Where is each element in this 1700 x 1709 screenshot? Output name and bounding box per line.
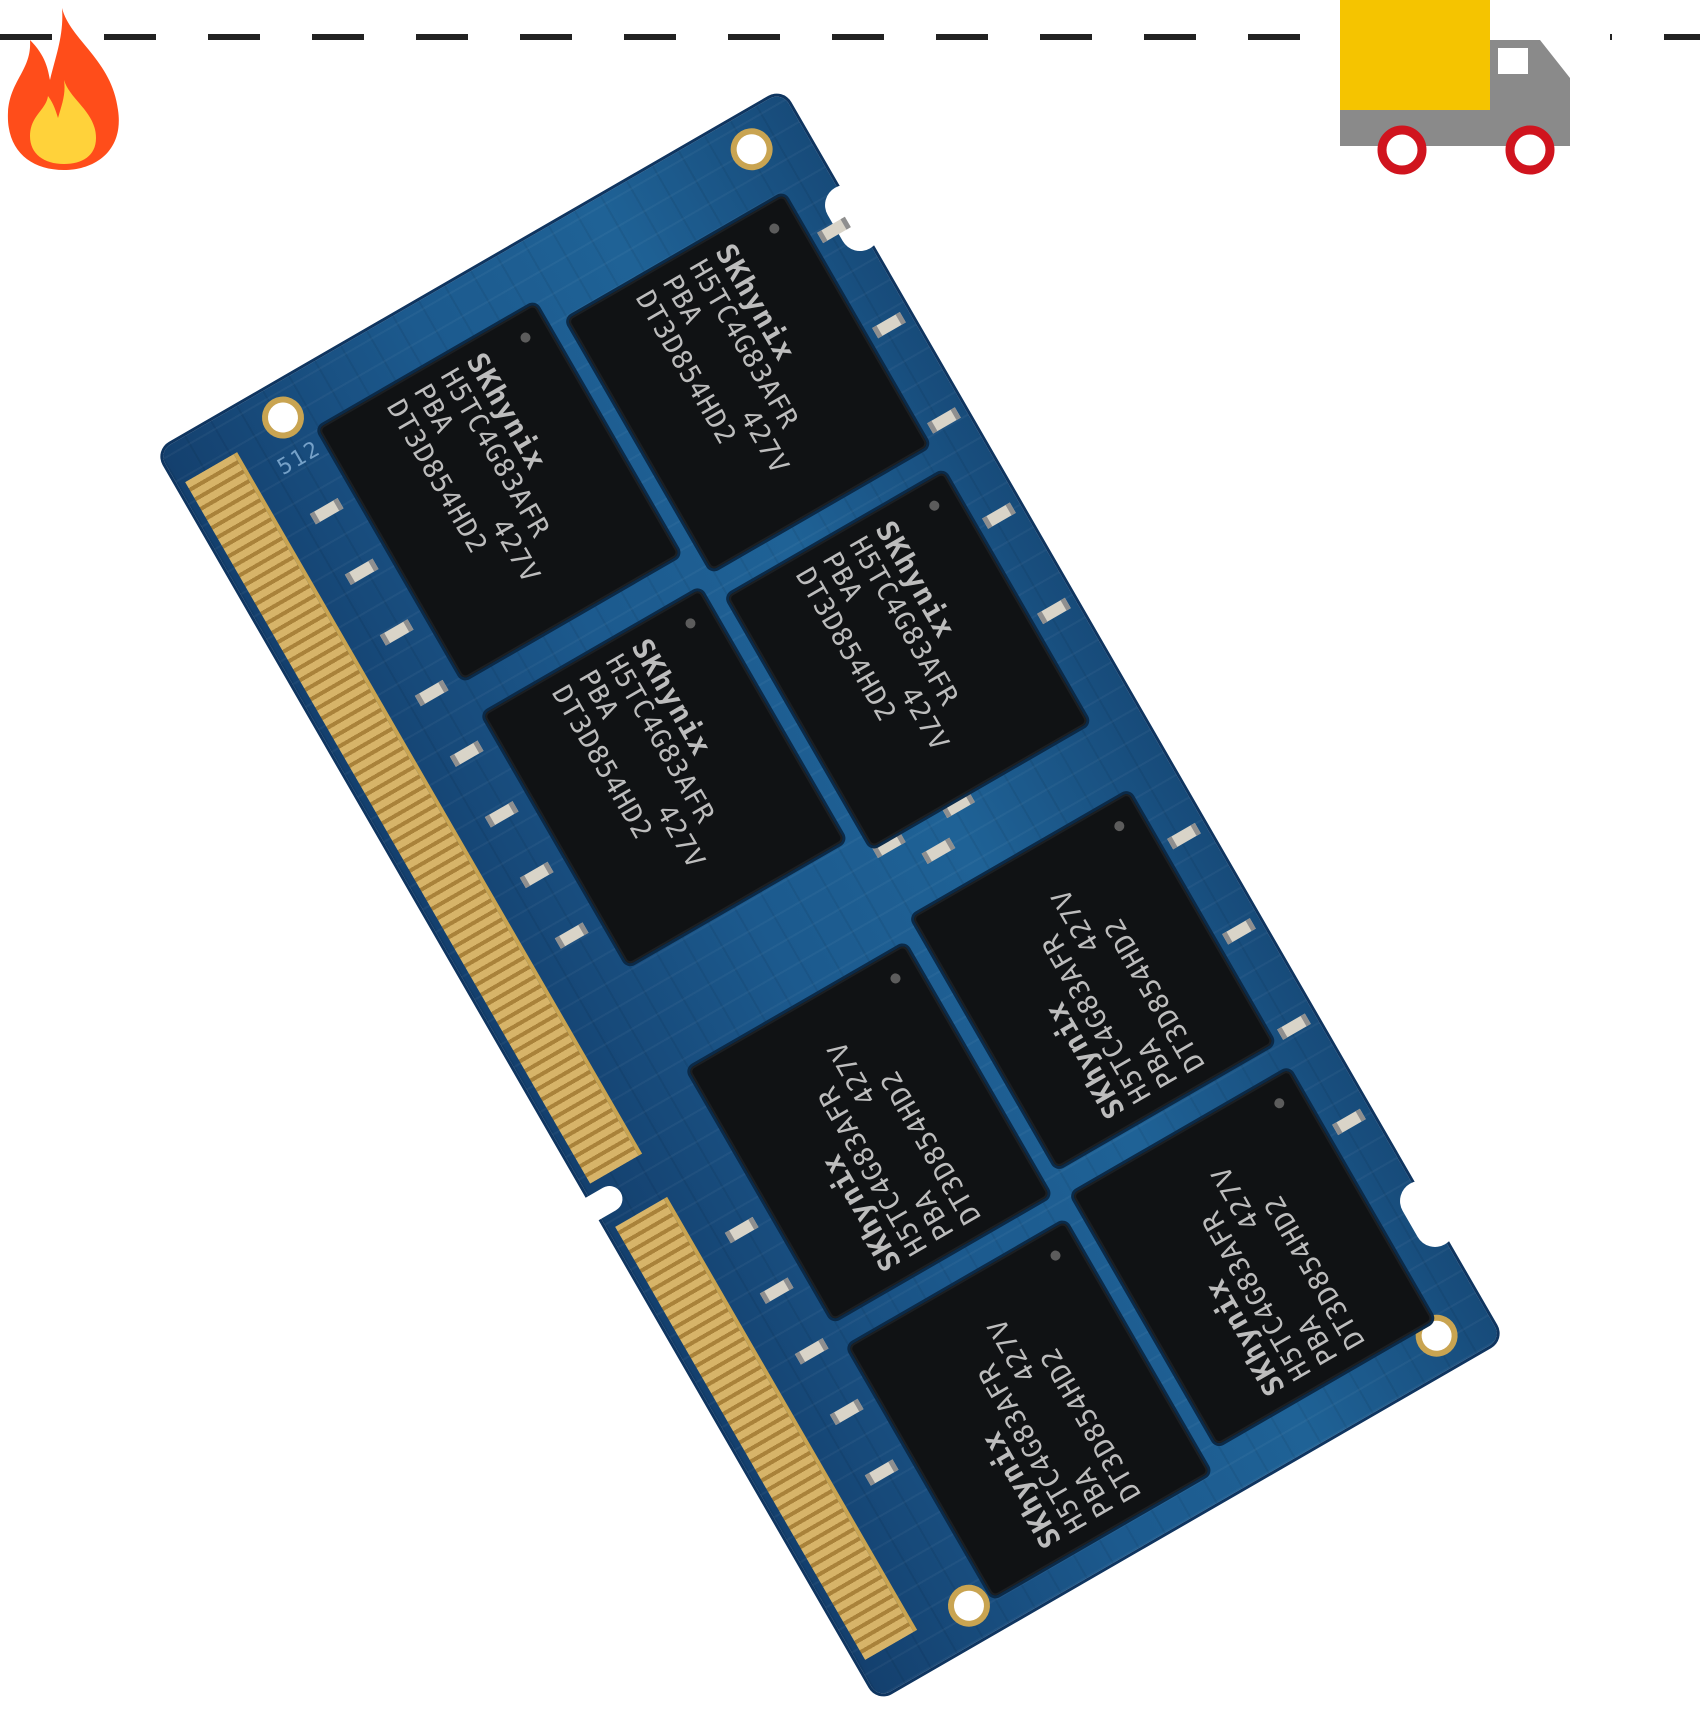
smd-component	[921, 837, 956, 865]
smd-component	[554, 922, 589, 949]
smd-component	[484, 801, 519, 828]
smd-component	[414, 679, 449, 707]
board-notch	[817, 177, 888, 259]
smd-component	[872, 311, 906, 339]
smd-component	[794, 1338, 829, 1365]
pin1-dot	[1272, 1096, 1287, 1111]
smd-component	[759, 1277, 794, 1304]
smd-component	[724, 1216, 759, 1244]
smd-component	[1222, 918, 1256, 945]
pin1-dot	[683, 616, 698, 631]
smd-component	[1167, 822, 1201, 850]
pin1-dot	[518, 330, 533, 345]
smd-component	[1037, 597, 1071, 625]
smd-component	[519, 861, 554, 889]
smd-component	[829, 1398, 864, 1426]
smd-component	[1277, 1013, 1311, 1040]
pin1-dot	[767, 221, 782, 236]
pin1-dot	[1112, 819, 1127, 833]
key-notch	[570, 1181, 628, 1229]
mounting-hole	[262, 397, 304, 439]
smd-component	[982, 502, 1016, 529]
smd-component	[449, 740, 484, 767]
mounting-hole	[948, 1585, 990, 1627]
mounting-hole	[731, 128, 773, 170]
smd-component	[344, 558, 379, 586]
fire-icon	[7, 8, 119, 170]
circuit-board: 512 EH294V-0203B AJ	[158, 91, 1502, 1699]
pin1-dot	[1048, 1248, 1063, 1263]
board-notch	[1392, 1173, 1463, 1255]
ram-module: 512 EH294V-0203B AJ	[158, 91, 1502, 1699]
dashed-divider-line	[0, 34, 1700, 40]
smd-component	[864, 1459, 899, 1486]
pin1-dot	[927, 498, 942, 513]
pcb-corner-mark: 512	[273, 436, 326, 481]
smd-component	[309, 498, 344, 525]
pin1-dot	[888, 971, 903, 986]
delivery-truck-icon	[1340, 0, 1610, 175]
smd-component	[379, 619, 414, 646]
smd-component	[1332, 1108, 1366, 1136]
smd-component	[927, 407, 961, 434]
